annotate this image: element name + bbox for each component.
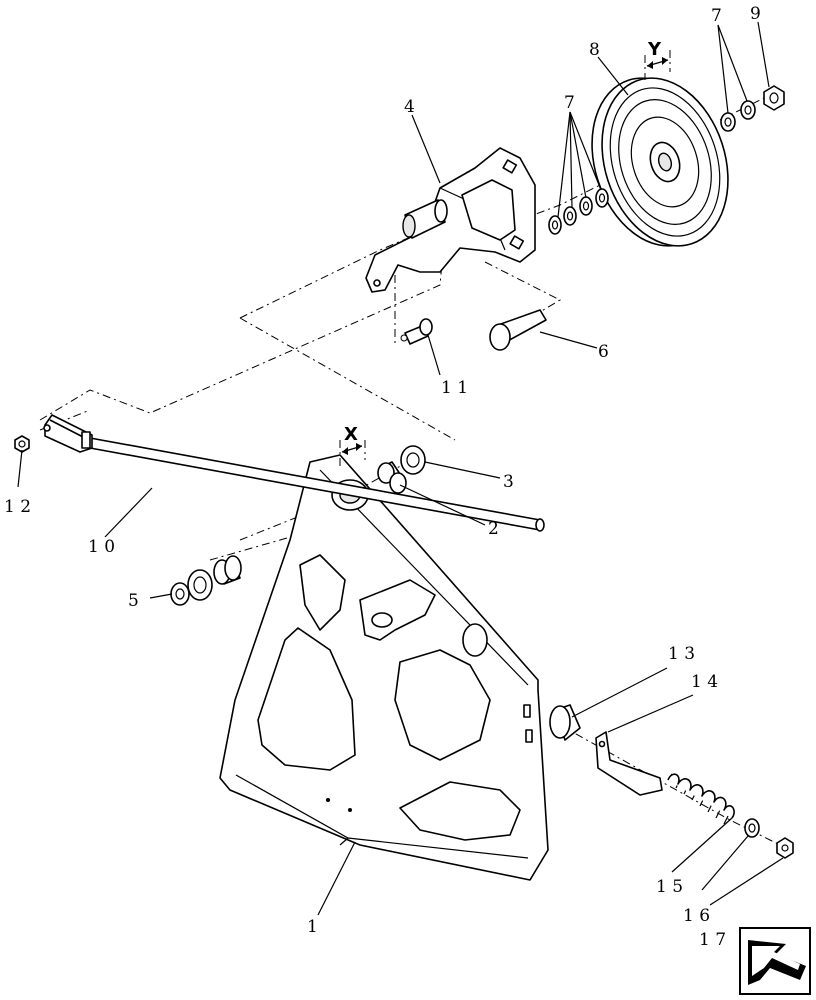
- part-15-spring: [667, 773, 735, 825]
- callout-13: 1 3: [668, 644, 695, 664]
- part-6-pin: [489, 309, 547, 351]
- part-9-nut: [763, 85, 785, 111]
- part-7-washers-left: [548, 188, 609, 235]
- part-3-washer: [400, 445, 426, 475]
- callout-5: 5: [128, 591, 139, 611]
- callout-labels: 1 2 3 4 5 6 7 7 8 9 1 0 1 1 1 2 1 3 1 4 …: [4, 4, 761, 950]
- callout-3: 3: [503, 472, 514, 492]
- part-13-grommet: [549, 704, 581, 741]
- leader-lines: [17, 21, 784, 916]
- callout-9: 9: [750, 4, 761, 24]
- navigation-arrow-icon[interactable]: [739, 927, 811, 995]
- callout-14: 1 4: [691, 672, 718, 692]
- part-5-washers: [170, 555, 242, 606]
- callout-12: 1 2: [4, 497, 31, 517]
- part-17-nut: [776, 837, 794, 859]
- part-10-rod: [43, 414, 545, 532]
- axis-marker-y: Y: [644, 39, 671, 80]
- callout-1: 1: [307, 917, 318, 937]
- part-7-washers-right: [720, 100, 756, 132]
- axis-y-label: Y: [647, 39, 662, 60]
- axis-marker-x: X: [339, 424, 366, 470]
- part-16-washer: [744, 818, 760, 838]
- callout-8: 8: [589, 40, 600, 60]
- part-8-pulley: [591, 77, 729, 247]
- callout-10: 1 0: [88, 537, 115, 557]
- axis-x-label: X: [344, 424, 358, 445]
- part-12-nut: [14, 435, 30, 453]
- part-2-bushing: [377, 461, 407, 494]
- part-4-pivot-arm: [365, 147, 536, 293]
- callout-17: 1 7: [699, 930, 726, 950]
- callout-7b: 7: [711, 6, 722, 26]
- part-11-bolt: [400, 318, 433, 345]
- callout-11: 1 1: [441, 378, 468, 398]
- callout-15: 1 5: [656, 877, 683, 897]
- callout-6: 6: [598, 342, 609, 362]
- part-1-main-bracket: [219, 454, 549, 881]
- callout-16: 1 6: [683, 906, 710, 926]
- callout-2: 2: [488, 519, 499, 539]
- callout-4: 4: [404, 97, 415, 117]
- callout-7a: 7: [564, 93, 575, 113]
- part-14-clip: [595, 731, 663, 796]
